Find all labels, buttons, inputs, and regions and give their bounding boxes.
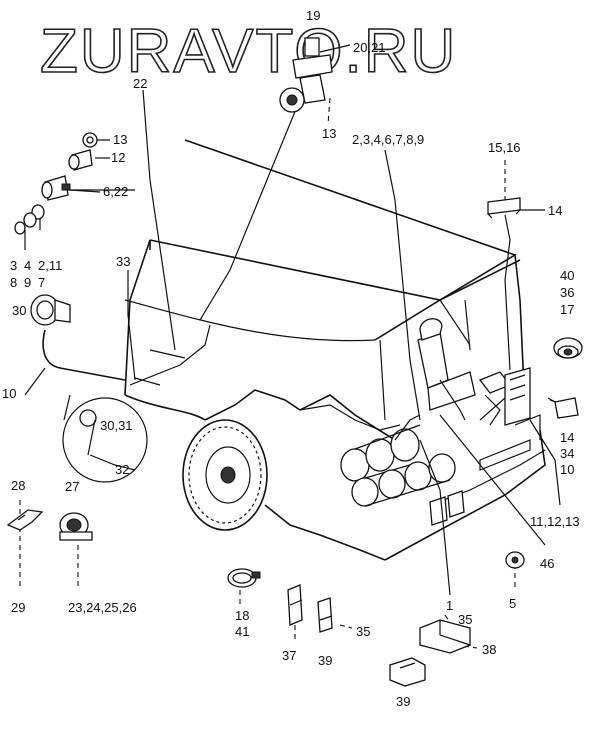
label-1: 1 [446, 598, 453, 613]
connector-plug-30 [30, 294, 71, 326]
label-17: 17 [560, 302, 574, 317]
hose-clamp-18 [227, 568, 261, 588]
label-9: 9 [24, 275, 31, 290]
label-27: 27 [65, 479, 79, 494]
label-14-right: 14 [560, 430, 574, 445]
nut-5 [505, 551, 525, 569]
wiring-harness [42, 324, 421, 441]
bracket-14-34 [547, 397, 579, 419]
label-2-11: 2,11 [38, 258, 62, 273]
label-35-bottom: 35 [458, 612, 472, 627]
clamp-28 [6, 509, 44, 531]
watermark-text: ZURAVTO.RU [40, 17, 457, 86]
label-7: 7 [38, 275, 45, 290]
label-30-31: 30,31 [100, 418, 133, 433]
label-19: 19 [306, 8, 320, 23]
label-18: 18 [235, 608, 249, 623]
sensor-12 [68, 149, 93, 171]
label-10-left: 10 [2, 386, 16, 401]
truck-cab-outline [124, 139, 546, 561]
label-38: 38 [482, 642, 496, 657]
connector-13 [82, 132, 98, 148]
label-13-top: 13 [322, 126, 336, 141]
label-12: 12 [111, 150, 125, 165]
inset-detail-circle [62, 394, 148, 483]
front-wheel [182, 419, 268, 531]
label-10-right: 10 [560, 462, 574, 477]
label-8: 8 [10, 275, 17, 290]
label-29: 29 [11, 600, 25, 615]
label-40: 40 [560, 268, 574, 283]
label-35-mid: 35 [356, 624, 370, 639]
label-11-12-13: 11,12,13 [530, 514, 580, 529]
callout-labels: 19 20,21 22 13 13 12 6,22 2,11 3 4 8 9 7… [2, 8, 580, 709]
label-36: 36 [560, 285, 574, 300]
label-13-left: 13 [113, 132, 127, 147]
label-14-top: 14 [548, 203, 562, 218]
bracket-38 [419, 619, 471, 654]
control-panel-unit [478, 367, 531, 426]
label-28: 28 [11, 478, 25, 493]
label-37: 37 [282, 648, 296, 663]
label-39-bottom: 39 [396, 694, 410, 709]
bracket-39-mid [317, 597, 333, 633]
label-3: 3 [10, 258, 17, 273]
label-15-16: 15,16 [488, 140, 521, 155]
driver-seat [417, 318, 476, 421]
sender-6 [41, 175, 71, 201]
bracket-15-16 [487, 197, 521, 219]
label-33: 33 [116, 254, 130, 269]
label-23-24-25-26: 23,24,25,26 [68, 600, 137, 615]
bracket-39-bottom [389, 657, 426, 687]
label-22-top: 22 [133, 76, 147, 91]
leader-lines [19, 74, 566, 686]
bracket-37 [287, 584, 303, 626]
label-39-mid: 39 [318, 653, 332, 668]
label-30: 30 [12, 303, 26, 318]
label-46: 46 [540, 556, 554, 571]
label-5: 5 [509, 596, 516, 611]
nut-washer-stack [14, 204, 45, 235]
label-6-22: 6,22 [103, 184, 128, 199]
label-2-3-4-6-7-8-9: 2,3,4,6,7,8,9 [352, 132, 424, 147]
label-34: 34 [560, 446, 574, 461]
battery-bank [340, 424, 456, 507]
label-41: 41 [235, 624, 249, 639]
grommet-17 [553, 337, 583, 359]
label-20-21: 20,21 [353, 40, 386, 55]
grommet-27 [59, 512, 93, 541]
label-32: 32 [115, 462, 129, 477]
label-4: 4 [24, 258, 31, 273]
switch-assembly-19 [279, 37, 351, 113]
